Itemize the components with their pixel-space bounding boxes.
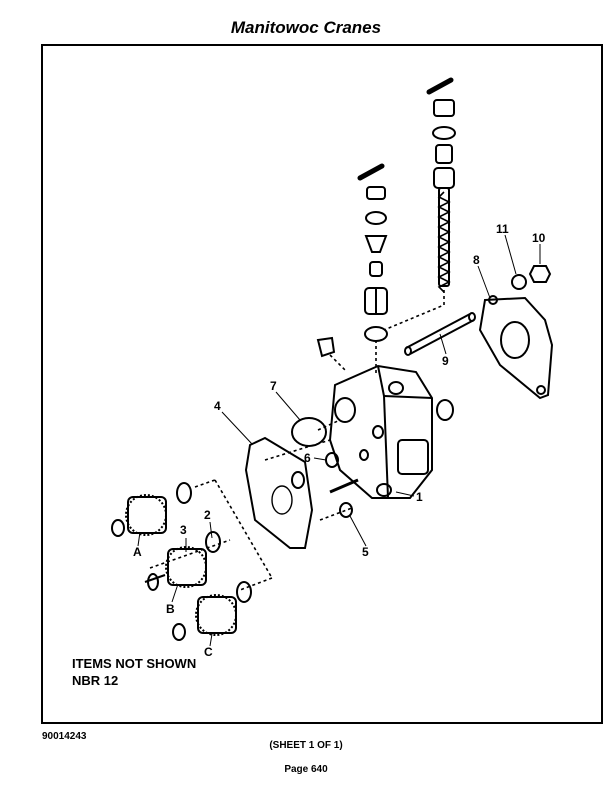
shaft-9 <box>404 312 476 356</box>
dowel-pin <box>329 478 359 494</box>
page-header-title: Manitowoc Cranes <box>230 18 382 37</box>
callout-11: 11 <box>496 222 509 236</box>
diagram-frame <box>41 44 603 724</box>
gasket-4 <box>244 436 314 549</box>
sheet-label: (SHEET 1 OF 1) <box>269 740 343 751</box>
callout-2: 2 <box>204 508 211 522</box>
relief-valve-stack-left <box>357 163 388 342</box>
washer-11 <box>511 274 527 290</box>
items-not-shown-note: ITEMS NOT SHOWN NBR 12 <box>72 655 196 689</box>
callout-1: 1 <box>416 490 423 504</box>
gear-set-c <box>172 581 252 641</box>
callout-8: 8 <box>473 253 480 267</box>
callout-7: 7 <box>270 379 277 393</box>
callout-9: 9 <box>442 354 449 368</box>
cover-8 <box>478 295 554 400</box>
relief-valve-stack-right <box>383 77 456 331</box>
callout-a: A <box>133 545 142 559</box>
callout-4: 4 <box>214 399 221 413</box>
callout-c: C <box>204 645 213 659</box>
page-number: Page 640 <box>284 764 328 775</box>
plug <box>316 336 336 358</box>
seal-5 <box>339 502 353 518</box>
note-line-1: ITEMS NOT SHOWN <box>72 656 197 671</box>
leader-lines <box>137 234 541 647</box>
gear-set-a <box>111 482 192 537</box>
nut-10 <box>528 265 552 283</box>
gear-set-b <box>144 531 221 591</box>
valve-body <box>328 364 433 499</box>
body-o-ring-right <box>436 399 454 421</box>
callout-6: 6 <box>304 451 311 465</box>
alignment-lines <box>149 340 377 591</box>
callout-5: 5 <box>362 545 369 559</box>
callout-b: B <box>166 602 175 616</box>
o-ring-7 <box>291 417 327 447</box>
callout-10: 10 <box>532 231 546 245</box>
callout-3: 3 <box>180 523 187 537</box>
doc-number: 90014243 <box>42 731 87 742</box>
note-line-2: NBR 12 <box>72 673 119 688</box>
